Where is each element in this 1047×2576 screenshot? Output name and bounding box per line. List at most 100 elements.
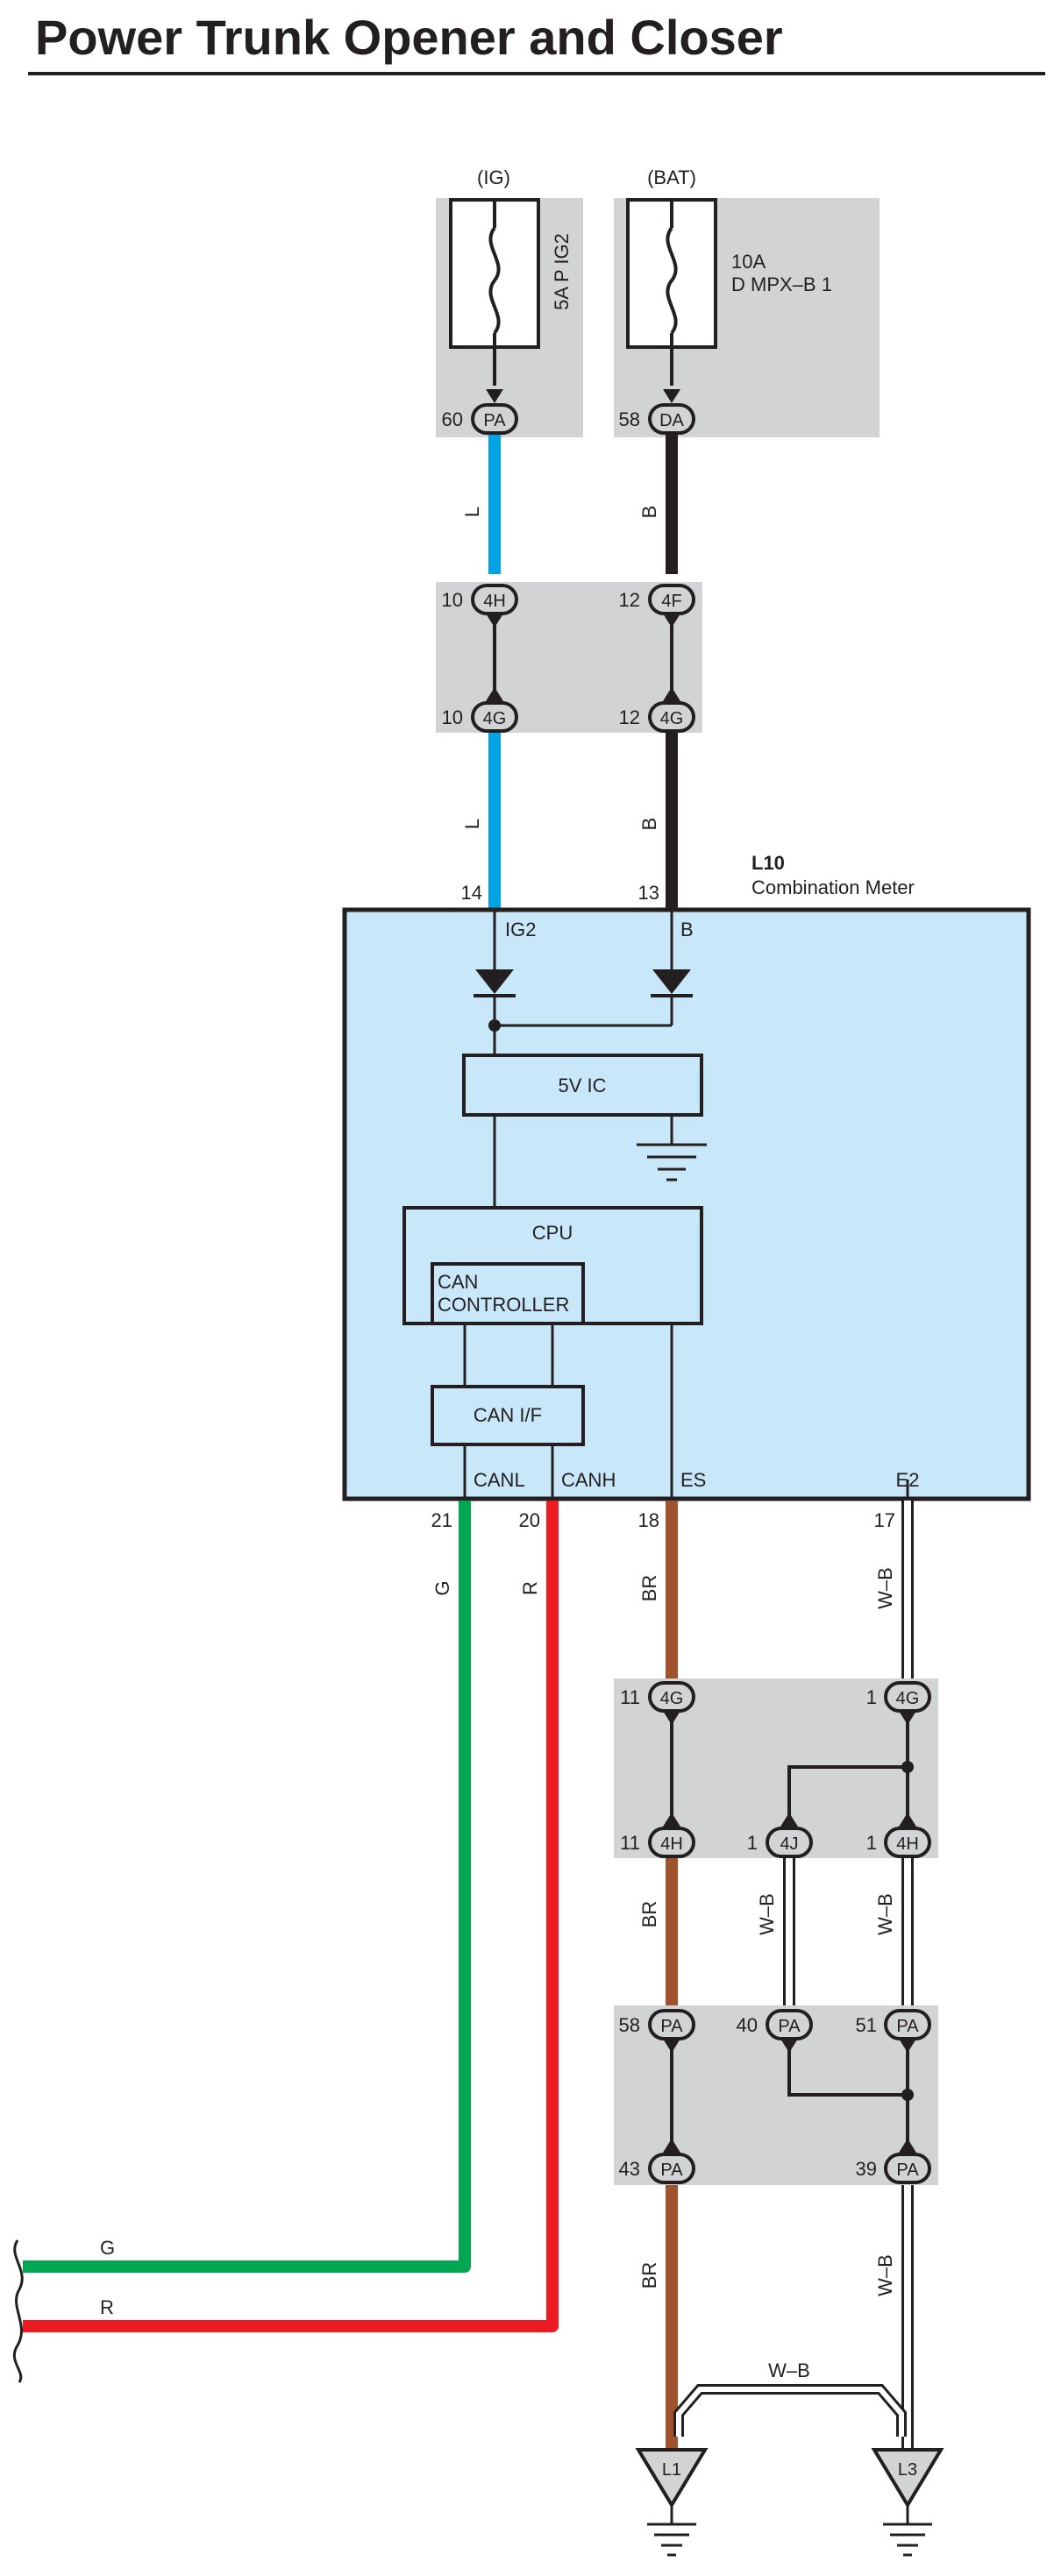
pin-number: 13 (638, 882, 659, 904)
svg-text:5V IC: 5V IC (558, 1075, 606, 1096)
pin-number: 10 (442, 706, 463, 728)
svg-text:4G: 4G (660, 1689, 684, 1708)
pin-number: 39 (856, 2158, 877, 2180)
wire-label: L (461, 819, 483, 829)
wire-label: W–B (756, 1893, 778, 1935)
ecu-name: Combination Meter (751, 876, 915, 898)
pin-number: 18 (638, 1509, 659, 1531)
wire-r (23, 1501, 559, 2332)
fuse-rating-ig: 5A P IG2 (551, 233, 573, 310)
ground-l3: L3 (871, 2448, 944, 2557)
wire-label: L (461, 507, 483, 517)
connector-4h: 4H (884, 1827, 931, 1858)
pin-number: 11 (620, 1686, 640, 1708)
svg-text:PA: PA (660, 2017, 683, 2036)
wire-label: G (100, 2237, 115, 2259)
svg-text:CAN I/F: CAN I/F (474, 1404, 542, 1426)
connector-pa: PA (766, 2009, 813, 2040)
svg-text:PA: PA (896, 2161, 919, 2180)
svg-text:PA: PA (896, 2017, 919, 2036)
svg-text:4J: 4J (780, 1834, 798, 1854)
wire-label: W–B (874, 2254, 896, 2296)
fuse-icon (449, 198, 540, 386)
wire-label: R (100, 2296, 114, 2318)
junction-dot (901, 1761, 914, 1773)
ecu-id: L10 (751, 852, 785, 874)
wire-label: B (638, 506, 660, 519)
wire-label: BR (638, 1901, 660, 1928)
svg-text:CONTROLLER: CONTROLLER (438, 1294, 569, 1316)
fuse-icon (626, 198, 717, 386)
pin-number: 20 (519, 1509, 540, 1531)
fuse-source-bat: (BAT) (647, 167, 696, 188)
wire-label: W–B (768, 2360, 810, 2381)
wire-label: B (638, 818, 660, 831)
connector-4f: 4F (648, 584, 695, 615)
svg-text:PA: PA (483, 411, 506, 430)
svg-text:4G: 4G (896, 1689, 920, 1708)
junction-dot (901, 2089, 914, 2101)
svg-text:4G: 4G (660, 709, 684, 728)
pin-number: 51 (856, 2014, 877, 2036)
can-controller-block (431, 1262, 585, 1325)
wire-label: BR (638, 2262, 660, 2289)
terminal-label: E2 (896, 1469, 920, 1491)
wire-g (23, 1501, 471, 2273)
fuse-rating-bat-1: 10A (731, 251, 766, 273)
svg-text:PA: PA (778, 2017, 801, 2036)
wire-w-b (673, 1501, 914, 2450)
connector-4g: 4G (648, 701, 695, 733)
svg-text:4H: 4H (483, 592, 506, 611)
svg-text:CAN: CAN (438, 1271, 478, 1293)
wire-label: G (431, 1580, 453, 1595)
pin-number: 1 (866, 1832, 877, 1854)
pin-number: 11 (620, 1832, 640, 1854)
pin-number: 43 (619, 2158, 640, 2180)
connector-da: DA (648, 403, 695, 435)
svg-text:L1: L1 (662, 2460, 681, 2480)
terminal-label: B (680, 919, 694, 940)
connector-pa: PA (471, 403, 518, 435)
can-if-block (431, 1385, 585, 1446)
connector-4g: 4G (648, 1681, 695, 1713)
wire-label: W–B (874, 1893, 896, 1935)
connector-pa: PA (884, 2153, 931, 2184)
pin-number: 14 (461, 882, 482, 904)
wire-break-icon (12, 2239, 24, 2383)
terminal-label: CANL (474, 1469, 525, 1491)
wire-label: R (519, 1581, 541, 1595)
connector-4j: 4J (766, 1827, 813, 1858)
svg-text:4H: 4H (660, 1834, 683, 1854)
pin-number: 58 (619, 2014, 640, 2036)
connector-4g: 4G (884, 1681, 931, 1713)
svg-text:4G: 4G (483, 709, 507, 728)
connector-pa: PA (648, 2009, 695, 2040)
svg-text:L3: L3 (898, 2460, 917, 2480)
pin-number: 10 (442, 589, 463, 611)
connector-pa: PA (648, 2153, 695, 2184)
svg-text:4F: 4F (661, 592, 681, 611)
connector-pa: PA (884, 2009, 931, 2040)
ic-5v (462, 1054, 703, 1117)
ground-icon (637, 1115, 707, 1182)
pin-number: 40 (737, 2014, 758, 2036)
pin-number: 1 (866, 1686, 877, 1708)
svg-text:4H: 4H (896, 1834, 919, 1854)
connector-4h: 4H (648, 1827, 695, 1858)
terminal-label: IG2 (505, 919, 536, 940)
ground-l1: L1 (635, 2448, 709, 2557)
pin-number: 58 (619, 408, 640, 430)
connector-4g: 4G (471, 701, 518, 733)
fuse-rating-bat-2: D MPX–B 1 (731, 273, 832, 295)
pin-number: 60 (442, 408, 463, 430)
terminal-label: CANH (561, 1469, 616, 1491)
pin-number: 1 (747, 1832, 758, 1854)
wire-label: BR (638, 1575, 660, 1602)
connector-4h: 4H (471, 584, 518, 615)
pin-number: 12 (619, 706, 640, 728)
title-underline (28, 72, 1045, 75)
svg-text:DA: DA (659, 411, 684, 430)
pin-number: 17 (874, 1509, 895, 1531)
terminal-label: ES (680, 1469, 706, 1491)
